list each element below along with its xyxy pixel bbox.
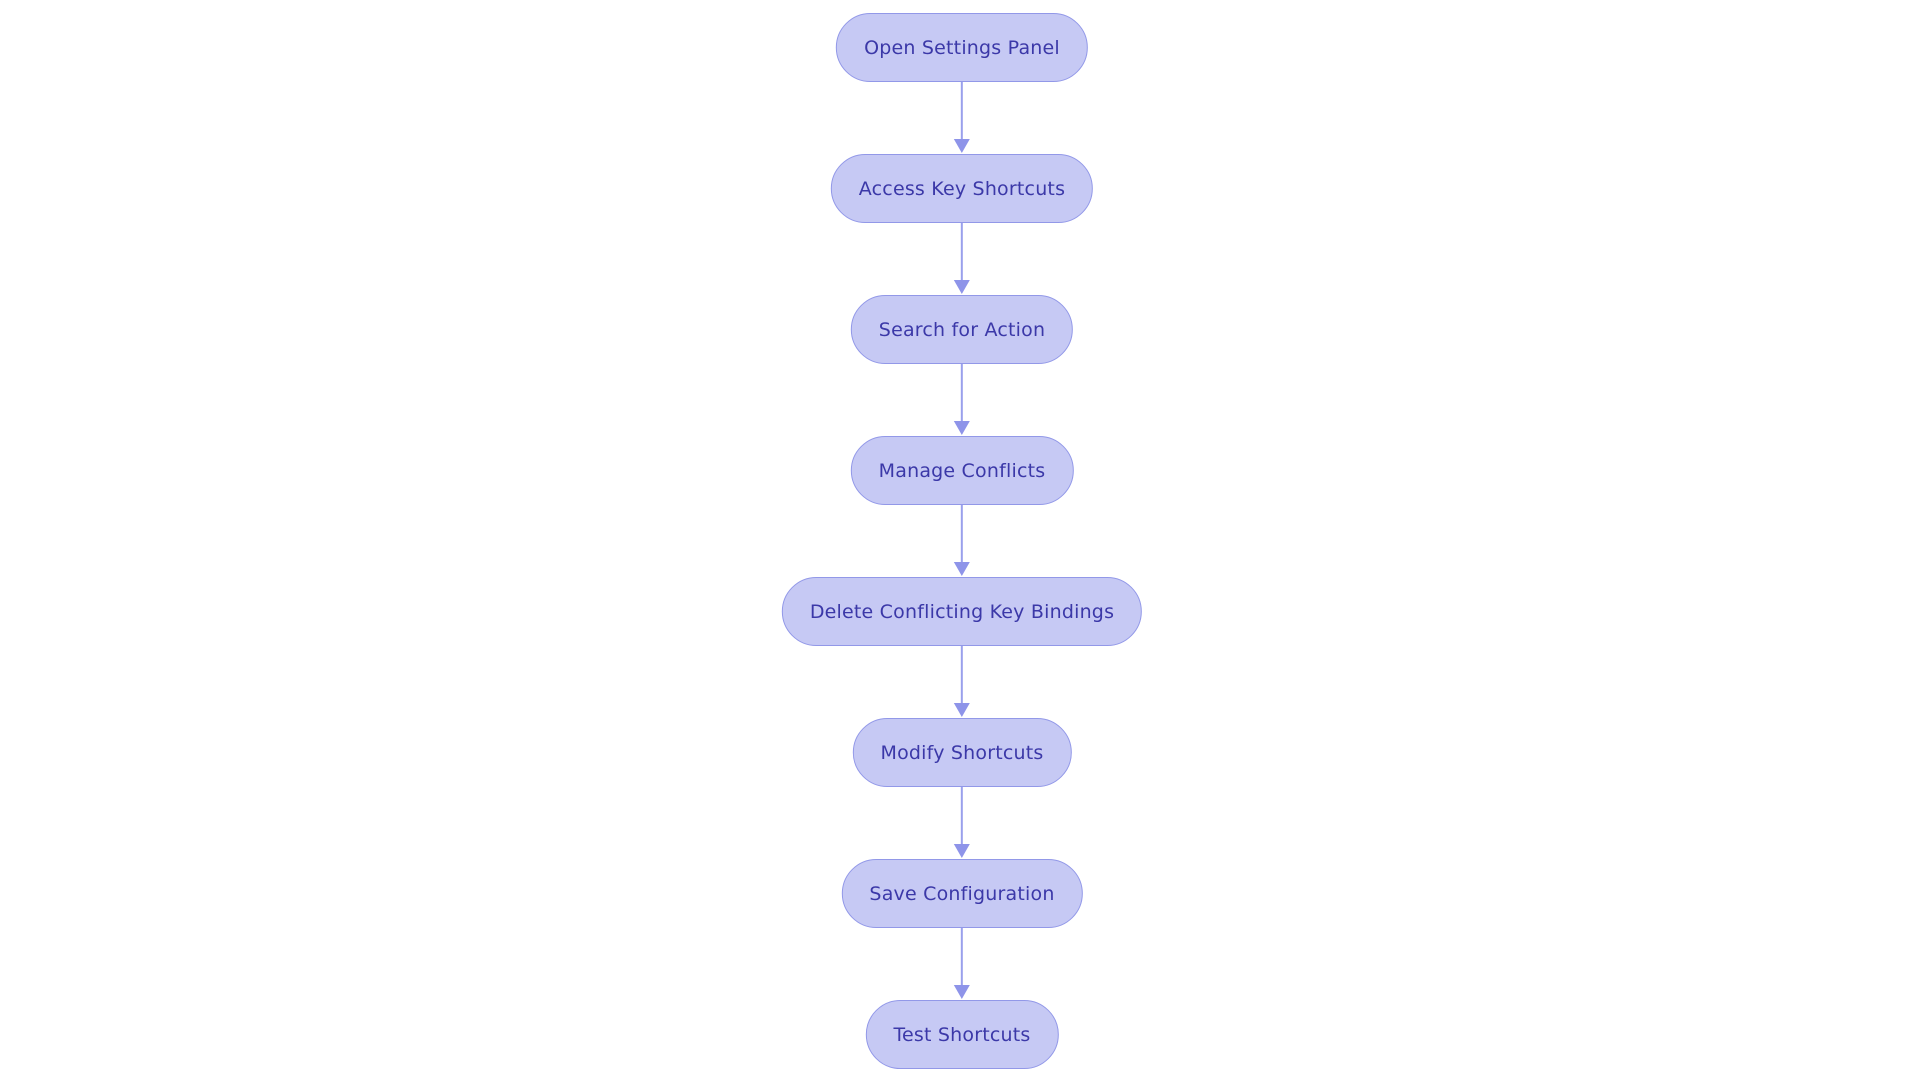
flow-node-label: Manage Conflicts	[878, 459, 1046, 482]
edge-arrow	[953, 505, 971, 577]
arrow-line	[960, 364, 963, 425]
flow-node-access-key-shortcuts: Access Key Shortcuts	[830, 154, 1094, 223]
arrowhead-down-icon	[953, 421, 970, 435]
arrow-line	[960, 787, 963, 848]
flow-node-search-for-action: Search for Action	[850, 295, 1074, 364]
flow-node-label: Search for Action	[878, 318, 1046, 341]
flow-node-label: Test Shortcuts	[893, 1023, 1031, 1046]
flow-node-open-settings-panel: Open Settings Panel	[836, 13, 1088, 82]
arrowhead-down-icon	[953, 703, 970, 717]
flow-node-delete-conflicting-key-bindings: Delete Conflicting Key Bindings	[781, 577, 1143, 646]
flow-node-label: Delete Conflicting Key Bindings	[809, 600, 1115, 623]
edge-arrow	[953, 928, 971, 1000]
flow-node-label: Open Settings Panel	[864, 36, 1060, 59]
flowchart: Open Settings Panel Access Key Shortcuts…	[781, 13, 1143, 1069]
flow-node-test-shortcuts: Test Shortcuts	[865, 1000, 1059, 1069]
arrow-line	[960, 223, 963, 284]
arrow-line	[960, 646, 963, 707]
arrow-line	[960, 928, 963, 989]
arrow-line	[960, 505, 963, 566]
edge-arrow	[953, 82, 971, 154]
arrowhead-down-icon	[953, 985, 970, 999]
arrowhead-down-icon	[953, 844, 970, 858]
arrowhead-down-icon	[953, 280, 970, 294]
edge-arrow	[953, 223, 971, 295]
arrow-line	[960, 82, 963, 143]
edge-arrow	[953, 646, 971, 718]
flow-node-label: Modify Shortcuts	[880, 741, 1044, 764]
flow-node-modify-shortcuts: Modify Shortcuts	[852, 718, 1072, 787]
edge-arrow	[953, 364, 971, 436]
flow-node-save-configuration: Save Configuration	[841, 859, 1083, 928]
flow-node-manage-conflicts: Manage Conflicts	[850, 436, 1074, 505]
arrowhead-down-icon	[953, 139, 970, 153]
arrowhead-down-icon	[953, 562, 970, 576]
flow-node-label: Access Key Shortcuts	[858, 177, 1066, 200]
edge-arrow	[953, 787, 971, 859]
flow-node-label: Save Configuration	[869, 882, 1055, 905]
